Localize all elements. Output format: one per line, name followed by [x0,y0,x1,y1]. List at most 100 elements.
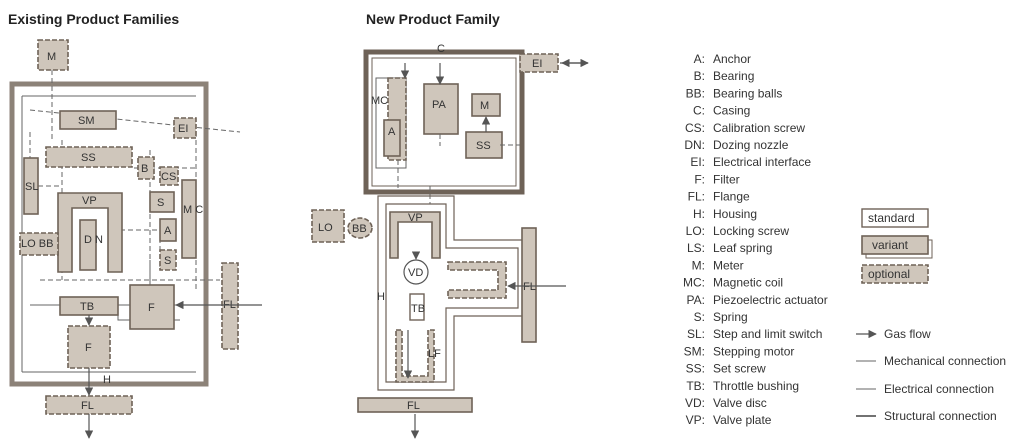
svg-text:FL: FL [81,400,94,412]
svg-text:SL: SL [25,181,38,193]
component-tb-new [409,293,425,321]
abbreviation-code: LS: [687,241,705,255]
component-s-lower [159,249,177,271]
svg-text:MC: MC [371,95,388,107]
abbreviation-code: C: [693,104,705,118]
component-m [37,39,69,71]
abbreviation-name: Magnetic coil [713,276,783,290]
svg-text:SM: SM [78,115,95,127]
component-fl-side [221,262,239,350]
abbreviation-code: TB: [686,379,705,393]
abbreviation-code: PA: [687,293,705,307]
component-sl [23,157,39,215]
legend-optional-swatch [861,264,929,284]
svg-text:M: M [480,100,489,112]
component-b [137,156,155,180]
abbreviation-name: Filter [713,172,740,186]
flow-channel-upper [447,261,507,299]
svg-text:PA: PA [432,99,447,111]
abbreviation-code: BB: [686,86,705,100]
abbreviation-name: Meter [713,258,744,272]
legend-variant-label: variant [872,238,909,252]
svg-text:LF: LF [428,348,441,360]
component-vp [57,192,123,273]
casing-outline [363,49,525,195]
svg-text:EI: EI [532,58,542,70]
abbreviation-name: Casing [713,104,750,118]
abbreviation-name: Piezoelectric actuator [713,293,828,307]
abbreviation-name: Electrical interface [713,155,811,169]
abbreviation-name: Throttle bushing [713,379,799,393]
abbreviation-name: Flange [713,190,750,204]
abbreviation-name: Bearing [713,69,754,83]
component-m-new [471,93,501,117]
abbreviation-name: Step and limit switch [713,327,822,341]
casing-label-c: C [437,43,445,55]
abbreviation-code: CS: [685,121,705,135]
new-family-diagram: C EI MC A PA M SS H LO BB [311,43,589,439]
svg-text:LO BB: LO BB [21,238,53,250]
component-f-right [129,284,175,330]
svg-text:LO: LO [318,222,333,234]
svg-text:SS: SS [476,140,491,152]
svg-text:BB: BB [352,223,367,235]
svg-text:A: A [388,126,396,138]
abbreviation-code: H: [693,207,705,221]
abbreviation-code: SS: [686,362,705,376]
svg-text:FL: FL [407,400,420,412]
component-fl-side-new [521,227,537,343]
abbreviation-name: Calibration screw [713,121,805,135]
component-dn [79,219,97,271]
component-ss-new [465,131,503,159]
component-fl-bottom-new [357,397,473,413]
abbreviation-name: Housing [713,207,757,221]
existing-families-title: Existing Product Families [8,11,179,27]
svg-text:TB: TB [80,301,94,313]
legend-mechanical-label: Mechanical connection [884,354,1006,368]
legend: standard variant optional Gas flow Mecha… [856,208,1006,423]
abbreviation-code: EI: [690,155,705,169]
abbreviation-code: A: [694,52,705,66]
component-ei-new [519,53,559,73]
svg-text:M: M [47,51,56,63]
abbreviation-code: VD: [685,396,705,410]
abbreviation-name: Set screw [713,362,766,376]
legend-standard-label: standard [868,211,915,225]
svg-text:VD: VD [408,267,423,279]
legend-electrical-label: Electrical connection [884,382,994,396]
component-a [159,218,177,242]
svg-text:F: F [85,342,92,354]
component-vd [403,259,429,285]
svg-text:FL: FL [523,281,536,293]
svg-text:SS: SS [81,152,96,164]
abbreviation-code: MC: [683,276,705,290]
abbreviation-name: Locking screw [713,224,789,238]
flow-channel-lower [395,329,435,383]
svg-text:CS: CS [161,171,176,183]
component-ei [173,117,197,139]
abbreviation-name: Bearing balls [713,86,782,100]
svg-text:EI: EI [178,123,188,135]
abbreviation-code: M: [692,258,705,272]
component-sm [59,110,117,130]
svg-text:M C: M C [183,204,203,216]
abbreviation-name: Spring [713,310,748,324]
abbreviation-name: Valve disc [713,396,767,410]
svg-text:S: S [164,255,171,267]
legend-optional-label: optional [868,267,910,281]
component-s-upper [149,191,175,213]
abbreviation-name: Anchor [713,52,751,66]
housing-label-h: H [103,374,111,386]
legend-gas-flow-label: Gas flow [884,327,931,341]
abbreviation-code: FL: [688,190,705,204]
new-family-title: New Product Family [366,11,500,27]
abbreviation-code: SM: [684,344,705,358]
component-lo-new [311,209,345,243]
abbreviation-name: Leaf spring [713,241,772,255]
svg-text:B: B [141,163,148,175]
svg-text:VP: VP [408,212,423,224]
component-f-lower [67,325,111,369]
legend-variant-swatch [861,235,929,255]
abbreviation-name: Stepping motor [713,344,794,358]
